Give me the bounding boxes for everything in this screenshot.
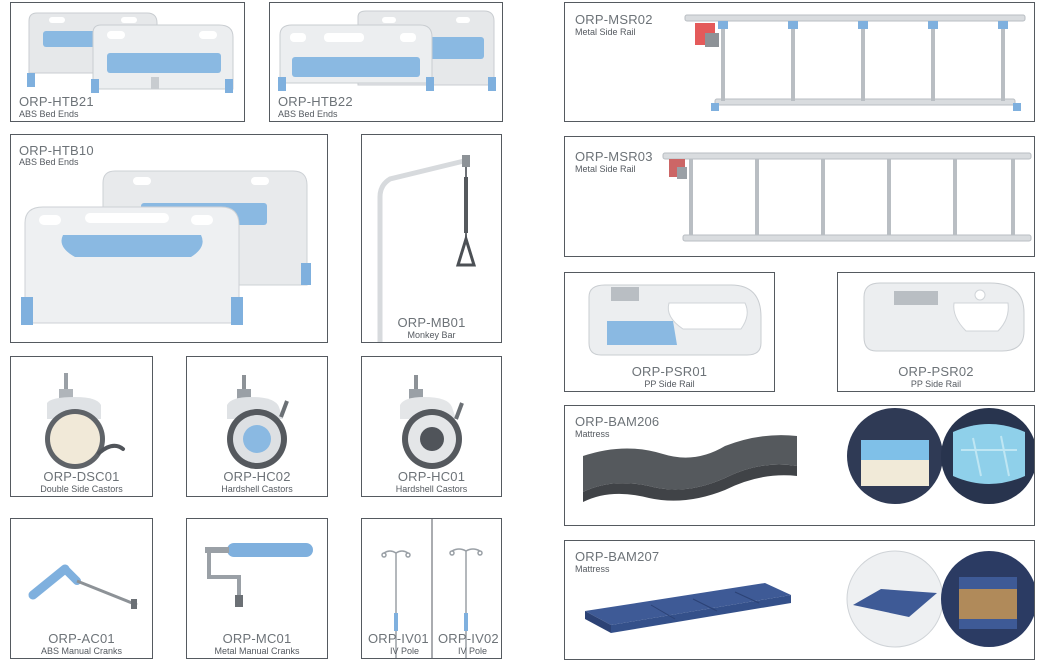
product-card-htb22[interactable]: ORP-HTB22 ABS Bed Ends [269,2,503,122]
product-description: Metal Side Rail [575,27,636,37]
monkey-bar-image [377,155,477,342]
product-card-bam206[interactable]: ORP-BAM206 Mattress [564,405,1035,526]
product-description: PP Side Rail [644,379,695,389]
product-card-hc02[interactable]: ORP-HC02 Hardshell Castors [186,356,328,497]
metal-side-rail-5-bar-image [684,14,1026,111]
product-code: ORP-IV02 [438,631,499,646]
double-side-castor-image [45,373,125,469]
iv-pole-images [381,519,483,658]
blue-folding-mattress-image [585,550,1034,648]
product-code: ORP-HTB21 [19,94,94,109]
abs-manual-crank-image [28,564,138,609]
product-description: Metal Side Rail [575,164,636,174]
pp-side-rail-grey-image [863,282,1025,352]
metal-manual-crank-image [205,543,313,607]
product-code: ORP-HC01 [397,469,466,484]
product-code: ORP-HTB10 [19,143,94,158]
hardshell-castor-blue-image [227,375,289,469]
product-card-psr01[interactable]: ORP-PSR01 PP Side Rail [564,272,775,392]
product-card-htb21[interactable]: ORP-HTB21 ABS Bed Ends [10,2,245,122]
product-description: ABS Bed Ends [19,157,79,167]
product-card-bam207[interactable]: ORP-BAM207 Mattress [564,540,1035,660]
product-description: ABS Bed Ends [19,109,79,119]
product-card-iv-poles[interactable]: ORP-IV01 IV Pole ORP-IV02 IV Pole [361,518,502,659]
product-code: ORP-DSC01 [43,469,120,484]
product-description: IV Pole [458,646,488,656]
product-card-msr02[interactable]: ORP-MSR02 Metal Side Rail [564,2,1035,122]
metal-side-rail-6-bar-image [662,152,1032,242]
product-description: IV Pole [390,646,420,656]
product-code: ORP-IV01 [368,631,429,646]
product-description: Monkey Bar [407,330,456,340]
product-description: ABS Manual Cranks [40,646,123,656]
product-code: ORP-AC01 [48,631,115,646]
grey-mattress-image [583,408,1034,504]
product-card-ac01[interactable]: ORP-AC01 ABS Manual Cranks [10,518,153,659]
product-description: Metal Manual Cranks [214,646,300,656]
product-code: ORP-MB01 [397,315,466,330]
product-card-msr03[interactable]: ORP-MSR03 Metal Side Rail [564,136,1035,257]
htb10-bed-ends-image [21,170,311,325]
product-code: ORP-HTB22 [278,94,353,109]
product-code: ORP-PSR02 [898,364,974,379]
product-description: Double Side Castors [40,484,123,494]
product-description: Hardshell Castors [395,484,468,494]
product-code: ORP-BAM207 [575,549,660,564]
product-code: ORP-MSR02 [575,12,653,27]
product-card-psr02[interactable]: ORP-PSR02 PP Side Rail [837,272,1035,392]
product-code: ORP-PSR01 [631,364,708,379]
product-code: ORP-MSR03 [575,149,653,164]
product-card-hc01[interactable]: ORP-HC01 Hardshell Castors [361,356,502,497]
product-card-htb10[interactable]: ORP-HTB10 ABS Bed Ends [10,134,328,343]
hardshell-castor-grey-image [400,375,464,469]
htb21-bed-ends-image [27,12,234,93]
product-card-mb01[interactable]: ORP-MB01 Monkey Bar [361,134,502,343]
product-card-dsc01[interactable]: ORP-DSC01 Double Side Castors [10,356,153,497]
product-description: Mattress [575,429,610,439]
product-description: PP Side Rail [910,379,962,389]
htb22-bed-ends-image [278,10,496,91]
product-description: ABS Bed Ends [278,109,338,119]
product-description: Mattress [575,564,610,574]
product-description: Hardshell Castors [221,484,293,494]
product-code: ORP-HC02 [223,469,291,484]
product-code: ORP-BAM206 [575,414,660,429]
product-code: ORP-MC01 [222,631,292,646]
pp-side-rail-blue-image [588,284,762,356]
product-card-mc01[interactable]: ORP-MC01 Metal Manual Cranks [186,518,328,659]
